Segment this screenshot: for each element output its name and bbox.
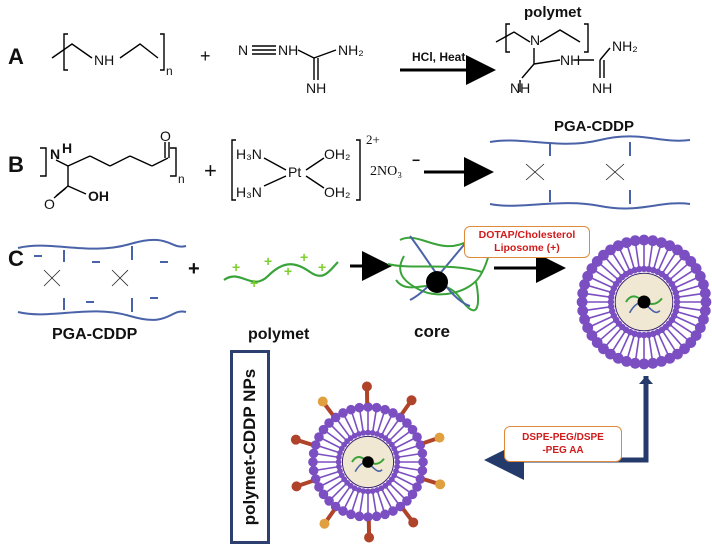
panel-label-c: C: [8, 246, 24, 271]
oh2-top-label: OH₂: [324, 146, 351, 162]
plus-c: +: [188, 258, 200, 280]
polymet-cddp-nanoparticle: [290, 381, 446, 543]
dotap-liposome-box: DOTAP/Cholesterol Liposome (+): [464, 226, 590, 258]
dotap-line-2: Liposome (+): [494, 242, 560, 254]
core-caption: core: [414, 322, 450, 341]
dspe-line-1: DSPE-PEG/DSPE: [522, 432, 604, 443]
nanoparticle-label-box: polymet-CDDP NPs: [230, 350, 270, 544]
dspe-peg-box: DSPE-PEG/DSPE -PEG AA: [504, 426, 622, 462]
polymet-caption: polymet: [248, 326, 310, 343]
nitrate-charge-label: −: [412, 152, 421, 168]
polymet-product-structure: [495, 23, 611, 92]
dspe-line-2: -PEG AA: [542, 445, 584, 456]
product-nh-a-label: NH: [510, 80, 531, 96]
polyglutamic-acid-structure: [40, 142, 177, 199]
svg-text:+: +: [318, 259, 326, 275]
product-nh-label: NH: [560, 52, 581, 68]
nitrate-label: 2NO₃: [370, 164, 403, 179]
pga-cddp-product: [489, 135, 691, 210]
polyethyleneimine-structure: [51, 33, 165, 71]
plus-a: +: [200, 46, 211, 66]
guanidine-imine-label: NH: [306, 80, 327, 96]
h3n-bottom-label: H₃N: [236, 184, 262, 200]
product-n-label: N: [530, 32, 541, 48]
pga-cddp-title: PGA-CDDP: [554, 118, 635, 135]
polymet-title: polymet: [524, 4, 582, 21]
pga-cddp-caption: PGA-CDDP: [52, 326, 138, 343]
svg-text:+: +: [264, 253, 272, 269]
pga-acid-o-label: O: [44, 196, 55, 212]
oh2-bottom-label: OH₂: [324, 184, 351, 200]
hcl-heat-label: HCl, Heat: [412, 50, 466, 64]
charge-label: 2+: [366, 132, 380, 147]
guanidine-nh-label: NH: [278, 42, 299, 58]
liposome-particle: [576, 234, 712, 370]
product-nh-b-label: NH: [592, 80, 613, 96]
panel-label-a: A: [8, 44, 24, 69]
svg-text:+: +: [284, 263, 292, 279]
pt-label: Pt: [288, 164, 302, 180]
pga-n-label: N: [50, 146, 61, 162]
svg-text:+: +: [250, 275, 258, 291]
cisplatin-complex-structure: [231, 139, 361, 201]
product-nh2-label: NH₂: [612, 38, 638, 54]
panel-label-b: B: [8, 152, 24, 177]
pei-nh-label: NH: [94, 52, 115, 68]
cyanoguanidine-structure: [252, 45, 337, 80]
dotap-line-1: DOTAP/Cholesterol: [478, 229, 576, 241]
navigation-arrow-head-up: [639, 376, 653, 384]
pga-cddp-chains-c: [17, 238, 187, 321]
guanidine-nh2-label: NH₂: [338, 42, 364, 58]
plus-b: +: [204, 158, 217, 183]
cyano-n-label: N: [238, 42, 249, 58]
svg-text:+: +: [300, 249, 308, 265]
pga-oh-label: OH: [88, 188, 109, 204]
polymet-cddp-nps-label: polymet-CDDP NPs: [240, 368, 259, 526]
pga-carbonyl-o-label: O: [160, 128, 171, 144]
pei-n-subscript: n: [166, 64, 173, 78]
pga-h-label: H: [62, 140, 73, 156]
polymet-chain-c: + + + + + +: [223, 249, 339, 291]
svg-text:+: +: [232, 259, 240, 275]
h3n-top-label: H₃N: [236, 146, 262, 162]
pga-n-subscript: n: [178, 172, 185, 186]
